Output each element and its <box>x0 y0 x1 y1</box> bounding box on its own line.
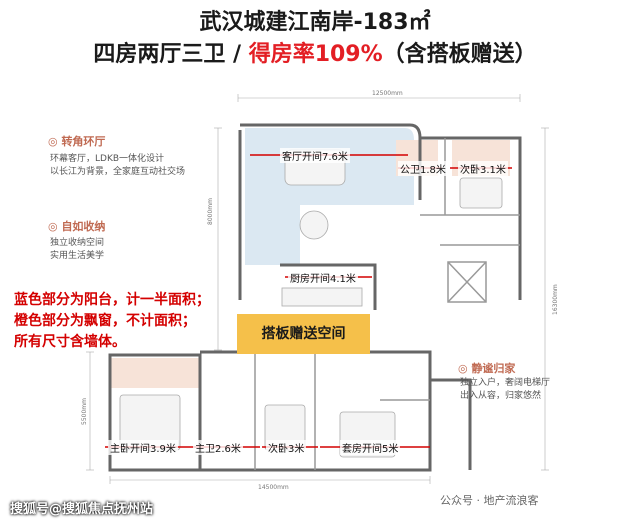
feature-storage-text: 独立收纳空间实用生活美学 <box>50 238 105 261</box>
dim-right: 16300mm <box>552 284 559 315</box>
feature-corner-hall-title: ◎ 转角环厅 <box>48 135 106 148</box>
dim-top: 12500mm <box>372 90 403 97</box>
suite-span-label: 套房开间5米 <box>340 440 401 455</box>
watermark-sohu: 搜狐号@搜狐焦点抚州站 <box>10 502 154 517</box>
title-line2: 四房两厅三卫 / 得房率109%（含搭板赠送） <box>0 36 630 68</box>
dim-bottom: 14500mm <box>258 484 289 491</box>
legend-note: 蓝色部分为阳台，计一半面积； 橙色部分为飘窗，不计面积； 所有尺寸含墙体。 <box>14 292 210 350</box>
feature-quiet-home-text: 独立入户，奢阔电梯厅出入从容，归家悠然 <box>460 378 551 401</box>
living-span-label: 客厅开间7.6米 <box>280 148 350 163</box>
feature-quiet-home-title: ◎ 静谧归家 <box>458 362 516 375</box>
feature-corner-hall-text: 环幕客厅，LDKB一体化设计以长江为背景，全家庭互动社交场 <box>50 154 186 177</box>
dim-left-upper: 8000mm <box>207 198 214 225</box>
master-bed-label: 主卧开间3.9米 <box>108 440 178 455</box>
title-rooms: 四房两厅三卫 / <box>93 42 249 67</box>
kitchen-span-label: 厨房开间4.1米 <box>288 270 358 285</box>
bay-window-master <box>110 358 200 388</box>
title-efficiency: 得房率109% <box>248 42 383 67</box>
master-bath-label: 主卫2.6米 <box>193 440 243 455</box>
title-gift-note: （含搭板赠送） <box>382 42 537 67</box>
gift-space: 搭板赠送空间 <box>237 314 370 354</box>
public-bath-label: 公卫1.8米 <box>398 161 448 176</box>
watermark-wechat: 公众号 · 地产流浪客 <box>440 494 539 507</box>
title-line1: 武汉城建江南岸-183㎡ <box>199 10 431 35</box>
dim-left-lower: 5500mm <box>81 398 88 425</box>
bedroom2-label: 次卧3.1米 <box>458 161 508 176</box>
bedroom3-label: 次卧3米 <box>266 440 307 455</box>
feature-storage-title: ◎ 自如收纳 <box>48 220 106 233</box>
